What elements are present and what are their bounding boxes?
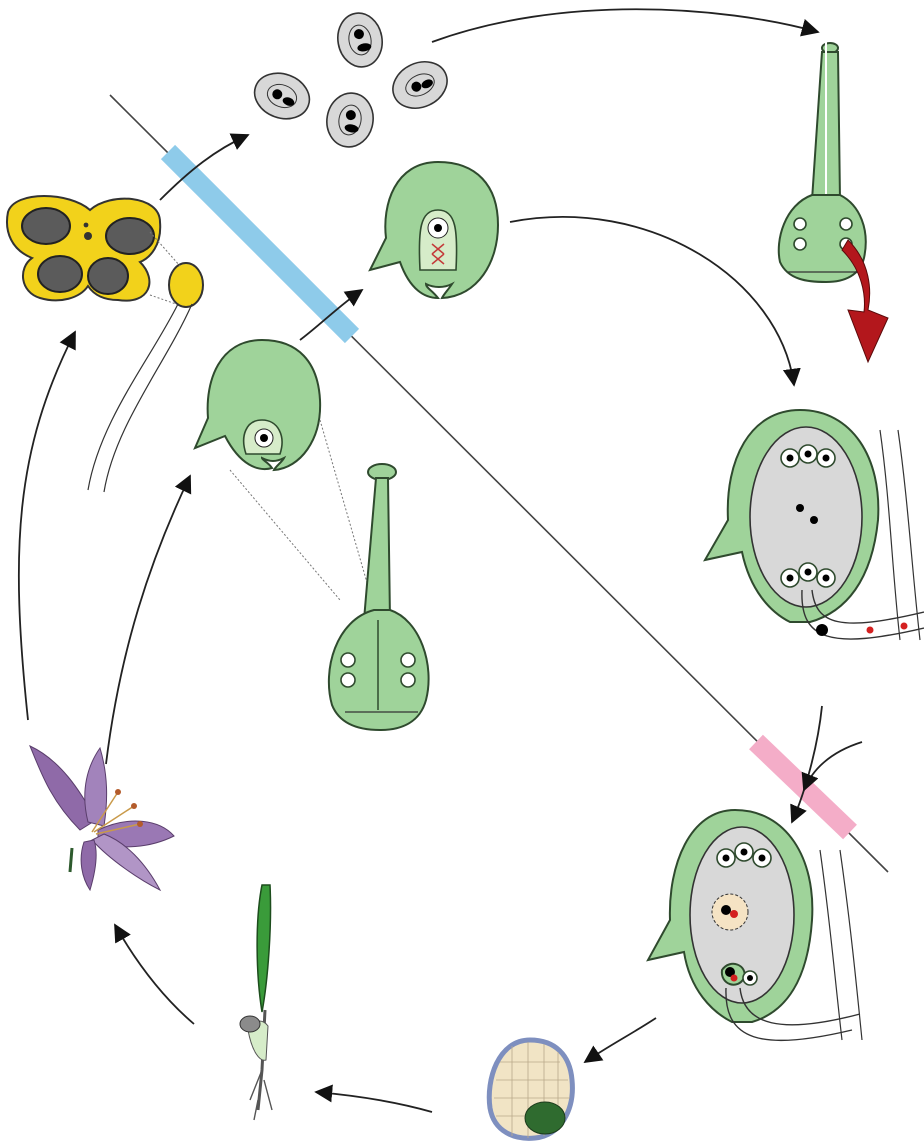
- pistil-icon: [328, 463, 430, 732]
- pollen-grain-icon: [253, 12, 448, 148]
- lily-flower-icon: [29, 745, 175, 892]
- fertilized-ovule: [646, 808, 863, 1042]
- pollinated-pistil-icon: [777, 40, 867, 284]
- cycle-arrows: [17, 8, 863, 1113]
- meiosis-bar: [160, 144, 360, 344]
- embryo-sac: [703, 408, 924, 641]
- anther-cross-section-icon: [6, 195, 162, 302]
- stamen-icon: [87, 231, 204, 493]
- ovule-meiosis: [368, 160, 500, 300]
- ovule-megasporocyte: [193, 338, 373, 601]
- red-arrow: [841, 239, 889, 364]
- seed-icon: [486, 1037, 575, 1141]
- seedling-icon: [239, 884, 273, 1121]
